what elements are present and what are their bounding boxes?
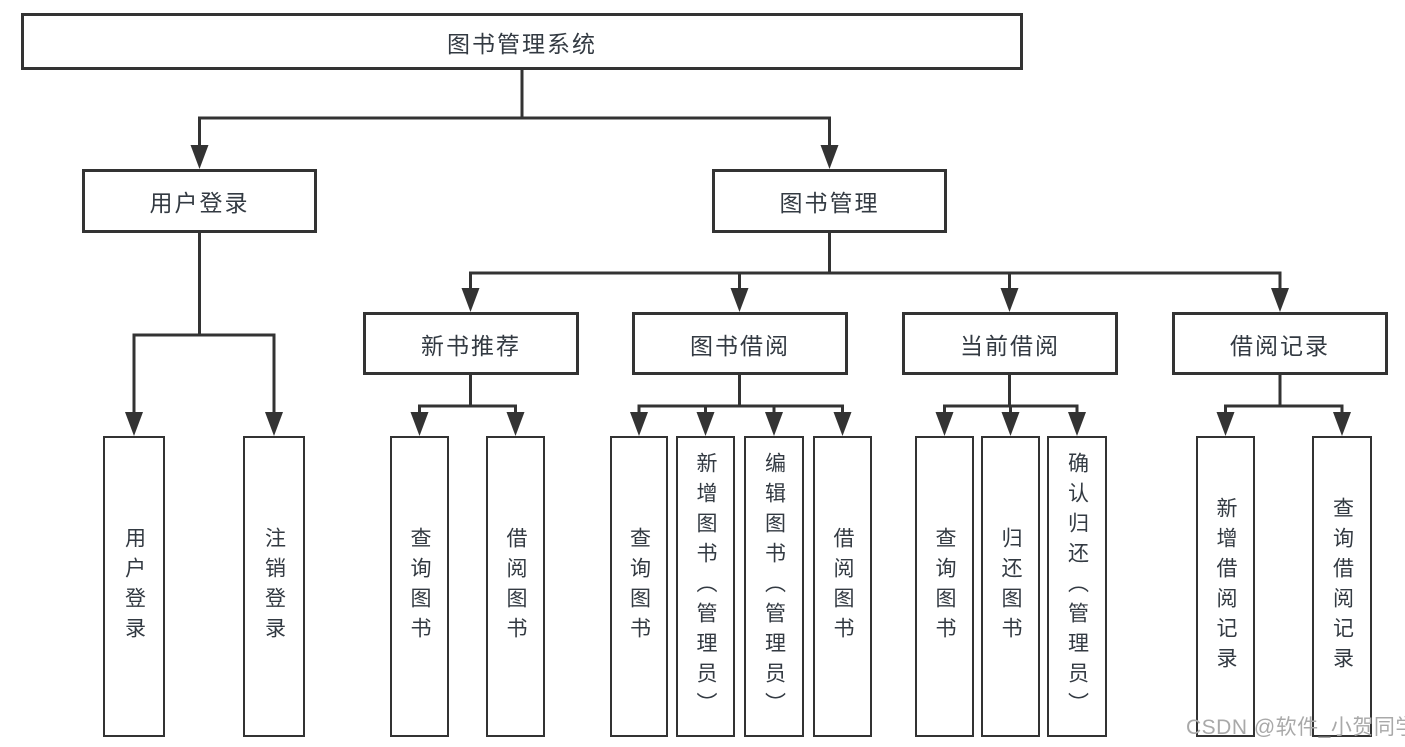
leaf-logout: 注销登录 xyxy=(243,436,305,737)
leaf-label: 新增借阅记录 xyxy=(1214,496,1237,677)
arrowhead xyxy=(410,412,429,436)
arrowhead xyxy=(1000,288,1019,312)
leaf-borrow-books: 借阅图书 xyxy=(486,436,545,737)
arrowhead xyxy=(730,288,749,312)
node-label: 新书推荐 xyxy=(421,332,521,359)
connector-rec-rail xyxy=(418,404,517,427)
leaf-query-books: 查询图书 xyxy=(610,436,668,737)
leaf-label: 查询图书 xyxy=(408,526,431,647)
node-new-book-recommend: 新书推荐 xyxy=(363,312,579,375)
leaf-return-books: 归还图书 xyxy=(981,436,1040,737)
connector-borrow-rail xyxy=(637,404,844,427)
arrowhead xyxy=(1271,288,1289,312)
node-root-system: 图书管理系统 xyxy=(21,13,1023,70)
arrowhead xyxy=(1216,412,1235,436)
leaf-label: 查询借阅记录 xyxy=(1330,496,1354,677)
arrowhead xyxy=(190,145,209,169)
leaf-label: 新增图书（管理员） xyxy=(694,451,717,722)
node-book-borrowing: 图书借阅 xyxy=(632,312,848,375)
arrowhead xyxy=(1068,412,1086,436)
arrowhead xyxy=(820,145,839,169)
arrowhead xyxy=(1001,412,1020,436)
node-book-management: 图书管理 xyxy=(712,169,947,233)
leaf-confirm-return-admin: 确认归还（管理员） xyxy=(1047,436,1107,737)
node-label: 图书管理 xyxy=(779,190,880,216)
node-user-login: 用户登录 xyxy=(82,169,317,233)
csdn-watermark: CSDN @软件_小贺同学 xyxy=(1186,716,1405,739)
leaf-label: 注销登录 xyxy=(262,526,286,647)
leaf-label: 用户登录 xyxy=(122,526,146,647)
leaf-label: 查询图书 xyxy=(627,526,651,647)
arrowhead xyxy=(935,412,954,436)
arrowhead xyxy=(506,412,525,436)
arrowhead xyxy=(833,412,852,436)
arrowhead xyxy=(461,288,480,312)
leaf-label: 归还图书 xyxy=(999,526,1022,647)
leaf-label: 查询图书 xyxy=(933,526,956,647)
leaf-label: 编辑图书（管理员） xyxy=(762,451,786,722)
node-borrow-records: 借阅记录 xyxy=(1172,312,1388,375)
connector-login-rail xyxy=(132,333,276,427)
leaf-edit-books-admin: 编辑图书（管理员） xyxy=(744,436,804,737)
connector-level2-rail xyxy=(198,116,831,159)
node-label: 图书借阅 xyxy=(690,332,790,359)
arrowhead xyxy=(1333,412,1351,436)
node-label: 用户登录 xyxy=(149,190,250,216)
arrowhead xyxy=(696,412,715,436)
arrowhead xyxy=(765,412,783,436)
leaf-label: 借阅图书 xyxy=(504,526,527,647)
leaf-query-books: 查询图书 xyxy=(915,436,974,737)
arrowhead xyxy=(265,412,283,436)
connector-level3-rail xyxy=(469,271,1282,302)
leaf-add-borrow-record: 新增借阅记录 xyxy=(1196,436,1255,737)
leaf-label: 借阅图书 xyxy=(831,526,854,647)
leaf-query-borrow-record: 查询借阅记录 xyxy=(1312,436,1372,737)
leaf-user-login: 用户登录 xyxy=(103,436,165,737)
node-label: 图书管理系统 xyxy=(447,30,597,57)
leaf-borrow-books: 借阅图书 xyxy=(813,436,872,737)
connector-record-rail xyxy=(1224,404,1344,427)
node-current-borrowing: 当前借阅 xyxy=(902,312,1118,375)
leaf-label: 确认归还（管理员） xyxy=(1065,451,1089,722)
arrowhead xyxy=(630,412,648,436)
node-label: 借阅记录 xyxy=(1230,332,1330,359)
leaf-query-books: 查询图书 xyxy=(390,436,449,737)
node-label: 当前借阅 xyxy=(960,332,1060,359)
arrowhead xyxy=(125,412,143,436)
leaf-add-books-admin: 新增图书（管理员） xyxy=(676,436,735,737)
